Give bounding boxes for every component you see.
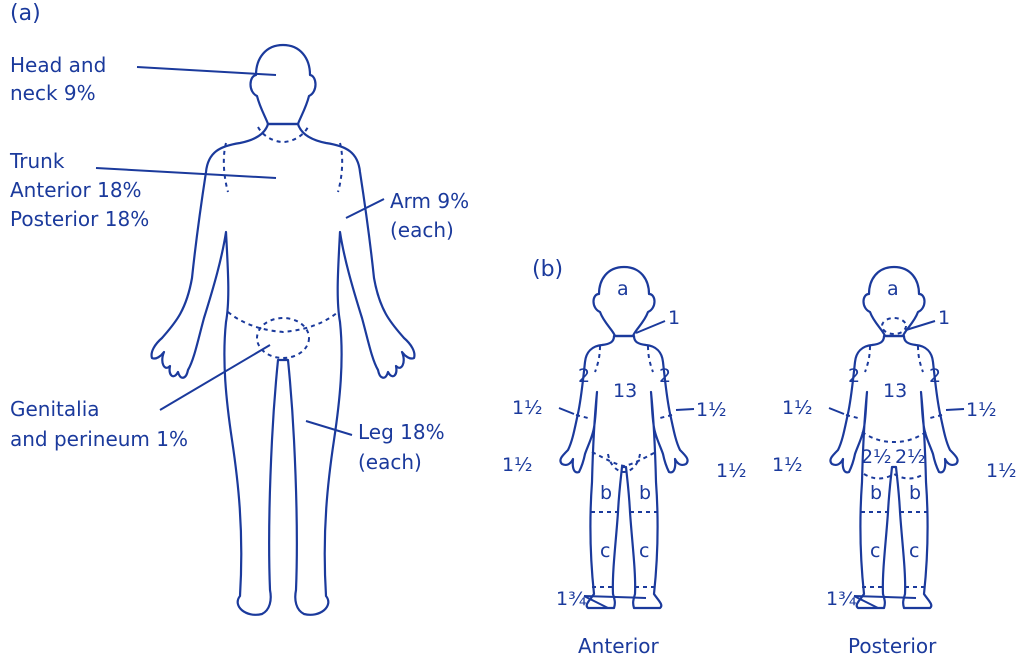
posterior-thigh-right-label: b — [909, 482, 921, 504]
anterior-foot-label: 1¾ — [556, 588, 587, 610]
posterior-lower-leg-left-label: c — [870, 540, 880, 562]
anterior-lower-leg-left-label: c — [600, 540, 610, 562]
adult-figure — [152, 45, 415, 615]
trunk-posterior-label: Posterior 18% — [10, 207, 149, 231]
posterior-lower-leg-right-label: c — [909, 540, 919, 562]
posterior-caption: Posterior — [848, 634, 936, 658]
leg-each-label: (each) — [358, 450, 422, 474]
posterior-hand-left-label: 1½ — [772, 454, 803, 476]
anterior-trunk-label: 13 — [613, 380, 637, 402]
anterior-shoulder-right-label: 2 — [659, 365, 671, 387]
genitalia-perineum-label: and perineum 1% — [10, 427, 188, 451]
anterior-head-label: a — [617, 278, 629, 300]
anterior-shoulder-left-label: 2 — [578, 365, 590, 387]
posterior-shoulder-left-label: 2 — [848, 365, 860, 387]
posterior-thigh-left-label: b — [870, 482, 882, 504]
panel-b-tag: (b) — [532, 258, 563, 282]
panel-a-tag: (a) — [10, 2, 41, 26]
arm-each-label: (each) — [390, 218, 454, 242]
posterior-head-label: a — [887, 278, 899, 300]
anterior-hand-left-label: 1½ — [502, 454, 533, 476]
anterior-neck-label: 1 — [668, 307, 680, 329]
head-neck-percent: neck 9% — [10, 81, 96, 105]
anterior-caption: Anterior — [578, 634, 659, 658]
anterior-hand-right-label: 1½ — [716, 460, 747, 482]
anterior-arm-right-label: 1½ — [696, 399, 727, 421]
posterior-shoulder-right-label: 2 — [929, 365, 941, 387]
posterior-hand-right-label: 1½ — [986, 460, 1017, 482]
anterior-lower-leg-right-label: c — [639, 540, 649, 562]
arm-label: Arm 9% — [390, 189, 469, 213]
anterior-thigh-right-label: b — [639, 482, 651, 504]
posterior-arm-left-label: 1½ — [782, 397, 813, 419]
trunk-anterior-label: Anterior 18% — [10, 178, 142, 202]
posterior-neck-label: 1 — [938, 307, 950, 329]
leg-label: Leg 18% — [358, 420, 445, 444]
posterior-foot-label: 1¾ — [826, 588, 857, 610]
anterior-thigh-left-label: b — [600, 482, 612, 504]
genitalia-label: Genitalia — [10, 397, 100, 421]
posterior-trunk-label: 13 — [883, 380, 907, 402]
head-neck-label: Head and — [10, 53, 106, 77]
trunk-label: Trunk — [10, 149, 64, 173]
posterior-buttock-right-label: 2½ — [895, 446, 926, 468]
anterior-arm-left-label: 1½ — [512, 397, 543, 419]
posterior-arm-right-label: 1½ — [966, 399, 997, 421]
posterior-buttock-left-label: 2½ — [861, 446, 892, 468]
